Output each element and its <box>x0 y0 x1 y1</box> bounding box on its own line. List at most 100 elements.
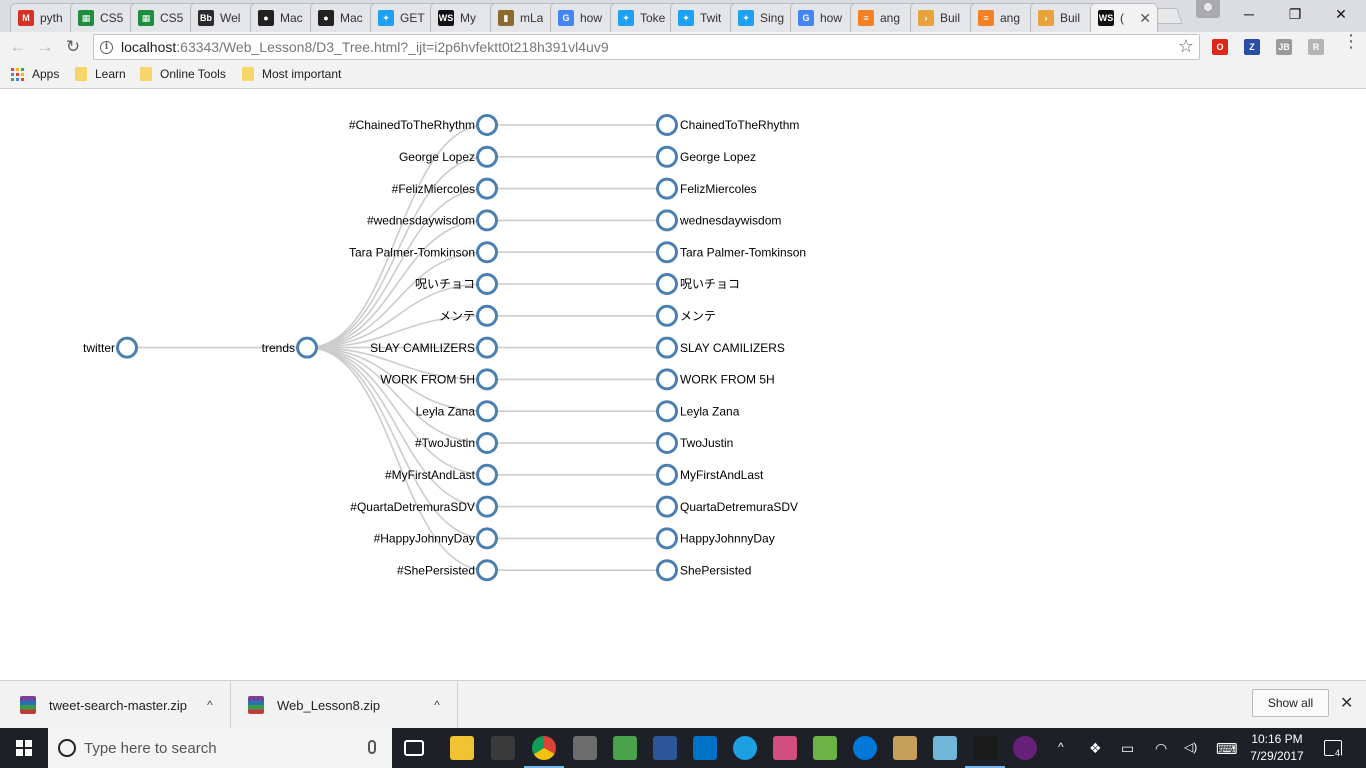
tree-node-query[interactable]: TwoJustin <box>656 432 734 454</box>
tree-node-trend[interactable]: WORK FROM 5H <box>380 368 498 391</box>
wifi-icon[interactable]: ◠ <box>1155 740 1168 756</box>
tree-node-query[interactable]: WORK FROM 5H <box>656 368 775 391</box>
download-item[interactable]: Web_Lesson8.zip ^ <box>231 681 458 729</box>
browser-tab[interactable]: ▦CS5 <box>70 3 138 32</box>
action-center-icon[interactable] <box>1324 740 1342 756</box>
tab-close-icon[interactable]: ✕ <box>1139 10 1151 26</box>
battery-icon[interactable]: ▭ <box>1121 740 1135 756</box>
outlook-icon[interactable] <box>693 736 717 760</box>
browser-tab[interactable]: ●Mac <box>250 3 318 32</box>
tree-node-trend[interactable]: #FelizMiercoles <box>392 177 498 200</box>
tree-node-trend[interactable]: #ChainedToTheRhythm <box>349 114 498 136</box>
url-text[interactable]: localhost:63343/Web_Lesson8/D3_Tree.html… <box>121 39 609 55</box>
sticky-app-icon[interactable] <box>613 736 637 760</box>
tree-node-trend[interactable]: Tara Palmer-Tomkinson <box>349 241 498 264</box>
tree-node-query[interactable]: Leyla Zana <box>656 400 740 423</box>
tree-node-query[interactable]: SLAY CAMILIZERS <box>656 336 785 359</box>
tree-node-trend[interactable]: Leyla Zana <box>416 400 498 423</box>
webstorm-icon[interactable] <box>965 736 1005 768</box>
tree-node-query[interactable]: wednesdaywisdom <box>656 209 782 232</box>
store-icon[interactable] <box>491 736 515 760</box>
snipping-tool-icon[interactable] <box>573 736 597 760</box>
microphone-icon[interactable] <box>368 740 376 754</box>
forward-button[interactable]: → <box>36 37 54 56</box>
bookmark-folder-online-tools[interactable]: Online Tools <box>140 67 226 81</box>
notepad-icon[interactable] <box>933 736 957 760</box>
task-view-icon[interactable] <box>404 740 424 756</box>
edge-icon[interactable] <box>853 736 877 760</box>
jb-icon[interactable]: JB <box>1276 39 1292 55</box>
close-window-button[interactable]: ✕ <box>1335 5 1347 22</box>
browser-tab[interactable]: ✦Sing <box>730 3 798 32</box>
visual-studio-icon[interactable] <box>1013 736 1037 760</box>
word-icon[interactable] <box>653 736 677 760</box>
browser-tab[interactable]: ✦GET <box>370 3 438 32</box>
browser-tab[interactable]: ✦Toke <box>610 3 678 32</box>
tree-node-query[interactable]: Tara Palmer-Tomkinson <box>656 241 807 264</box>
browser-tab[interactable]: WS(✕ <box>1090 3 1158 32</box>
bookmark-star-icon[interactable]: ☆ <box>1177 36 1194 56</box>
windows-start-icon[interactable] <box>16 740 32 756</box>
browser-tab[interactable]: ▦CS5 <box>130 3 198 32</box>
taskbar-search[interactable]: Type here to search <box>48 728 392 768</box>
dropbox-icon[interactable]: ❖ <box>1089 740 1102 756</box>
taskbar-clock[interactable]: 10:16 PM 7/29/2017 <box>1246 731 1308 765</box>
tree-node-query[interactable]: ShePersisted <box>656 559 752 582</box>
tree-node-trend[interactable]: George Lopez <box>399 145 498 168</box>
tree-node-trend[interactable]: #QuartaDetremuraSDV <box>350 495 498 518</box>
tree-node-trends[interactable]: trends <box>262 336 318 359</box>
tree-node-query[interactable]: QuartaDetremuraSDV <box>656 495 799 518</box>
tree-node-trend[interactable]: 呪いチョコ <box>415 273 498 295</box>
show-all-button[interactable]: Show all <box>1252 689 1329 717</box>
tree-node-trend[interactable]: SLAY CAMILIZERS <box>370 336 498 359</box>
browser-tab[interactable]: ▮mLa <box>490 3 558 32</box>
minimize-button[interactable]: ─ <box>1244 6 1254 22</box>
reload-button[interactable]: ↻ <box>65 37 81 56</box>
tree-node-query[interactable]: George Lopez <box>656 145 757 168</box>
bookmark-apps[interactable]: Apps <box>11 67 59 81</box>
address-bar[interactable]: i localhost:63343/Web_Lesson8/D3_Tree.ht… <box>93 34 1200 60</box>
file-explorer-icon[interactable] <box>450 736 474 760</box>
tree-node-query[interactable]: メンテ <box>656 304 717 327</box>
download-item[interactable]: tweet-search-master.zip ^ <box>0 681 231 729</box>
browser-tab[interactable]: ✦Twit <box>670 3 738 32</box>
tree-node-trend[interactable]: #ShePersisted <box>397 559 498 582</box>
tree-node-query[interactable]: MyFirstAndLast <box>656 463 765 486</box>
bookmark-folder-most-important[interactable]: Most important <box>242 67 341 81</box>
tree-node-trend[interactable]: #wednesdaywisdom <box>367 209 498 232</box>
tree-node-query[interactable]: ChainedToTheRhythm <box>656 114 800 136</box>
profile-icon[interactable] <box>1196 0 1220 18</box>
volume-icon[interactable]: ◁) <box>1184 740 1198 754</box>
browser-tab[interactable]: ●Mac <box>310 3 378 32</box>
tree-node-trend[interactable]: メンテ <box>439 304 498 327</box>
browser-tab[interactable]: ≡ang <box>850 3 918 32</box>
tree-node-root[interactable]: twitter <box>83 336 138 359</box>
bookmark-folder-learn[interactable]: Learn <box>75 67 126 81</box>
chrome-icon[interactable] <box>524 736 564 768</box>
keyboard-icon[interactable]: ⌨ <box>1216 741 1238 758</box>
back-button[interactable]: ← <box>9 37 27 56</box>
tree-node-query[interactable]: FelizMiercoles <box>656 177 757 200</box>
tree-node-query[interactable]: HappyJohnnyDay <box>656 527 775 550</box>
chevron-up-icon[interactable]: ^ <box>207 698 213 712</box>
browser-tab[interactable]: ›Buil <box>1030 3 1098 32</box>
opera-icon[interactable]: O <box>1212 39 1228 55</box>
chrome-menu-icon[interactable]: ⋮ <box>1342 31 1360 51</box>
zotero-icon[interactable]: Z <box>1244 39 1260 55</box>
paint-icon[interactable] <box>893 736 917 760</box>
intellij-icon[interactable] <box>773 736 797 760</box>
extension-icon[interactable]: R <box>1308 39 1324 55</box>
chevron-up-icon[interactable]: ^ <box>434 698 440 712</box>
maximize-button[interactable]: ❐ <box>1288 5 1302 22</box>
ie-icon[interactable] <box>733 736 757 760</box>
show-hidden-icons-icon[interactable]: ^ <box>1058 740 1064 754</box>
tree-node-query[interactable]: 呪いチョコ <box>656 273 741 295</box>
browser-tab[interactable]: ≡ang <box>970 3 1038 32</box>
close-icon[interactable]: ✕ <box>1340 695 1354 712</box>
info-icon[interactable]: i <box>100 40 113 54</box>
